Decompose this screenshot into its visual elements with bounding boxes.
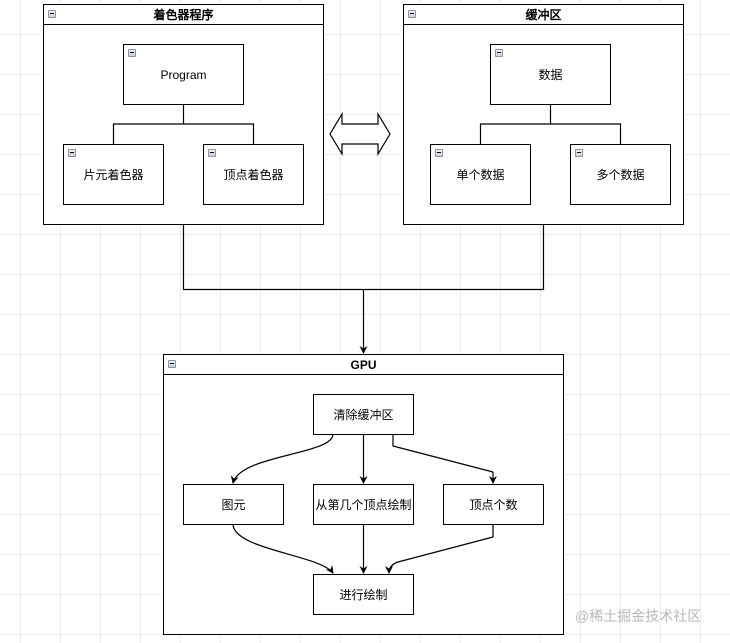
- start-vertex-label: 从第几个顶点绘制: [315, 498, 412, 512]
- double-arrow-icon: [329, 111, 391, 157]
- gpu-title: GPU: [350, 357, 377, 372]
- data-label: 数据: [538, 68, 563, 82]
- clear-buffer-node[interactable]: 清除缓冲区: [313, 394, 414, 435]
- vertex-shader-label: 顶点着色器: [223, 168, 284, 182]
- program-node[interactable]: Program: [123, 44, 244, 105]
- collapse-minus-icon[interactable]: [48, 10, 56, 18]
- vertex-count-label: 顶点个数: [469, 498, 518, 512]
- collapse-minus-icon[interactable]: [575, 149, 583, 157]
- collapse-minus-icon[interactable]: [208, 149, 216, 157]
- fragment-shader-node[interactable]: 片元着色器: [63, 144, 164, 205]
- collapse-minus-icon[interactable]: [128, 49, 136, 57]
- watermark: @稀土掘金技术社区: [575, 608, 702, 624]
- draw-node[interactable]: 进行绘制: [313, 574, 414, 615]
- edge-shader-to-gpu: [182, 225, 545, 291]
- primitive-label: 图元: [221, 498, 246, 512]
- multi-data-label: 多个数据: [596, 168, 645, 182]
- collapse-minus-icon[interactable]: [68, 149, 76, 157]
- collapse-minus-icon[interactable]: [168, 360, 176, 368]
- draw-label: 进行绘制: [339, 588, 388, 602]
- clear-buffer-label: 清除缓冲区: [333, 408, 394, 422]
- shader-program-title: 着色器程序: [153, 8, 214, 22]
- gpu-header: GPU: [164, 355, 563, 375]
- buffer-header: 缓冲区: [404, 5, 683, 25]
- single-data-label: 单个数据: [456, 168, 505, 182]
- program-label: Program: [160, 67, 207, 82]
- vertex-shader-node[interactable]: 顶点着色器: [203, 144, 304, 205]
- data-node[interactable]: 数据: [490, 44, 611, 105]
- collapse-minus-icon[interactable]: [435, 149, 443, 157]
- primitive-node[interactable]: 图元: [183, 484, 284, 525]
- multi-data-node[interactable]: 多个数据: [570, 144, 671, 205]
- single-data-node[interactable]: 单个数据: [430, 144, 531, 205]
- shader-program-header: 着色器程序: [44, 5, 323, 25]
- buffer-title: 缓冲区: [525, 8, 562, 22]
- fragment-shader-label: 片元着色器: [83, 168, 144, 182]
- start-vertex-node[interactable]: 从第几个顶点绘制: [313, 484, 414, 525]
- vertex-count-node[interactable]: 顶点个数: [443, 484, 544, 525]
- collapse-minus-icon[interactable]: [495, 49, 503, 57]
- collapse-minus-icon[interactable]: [408, 10, 416, 18]
